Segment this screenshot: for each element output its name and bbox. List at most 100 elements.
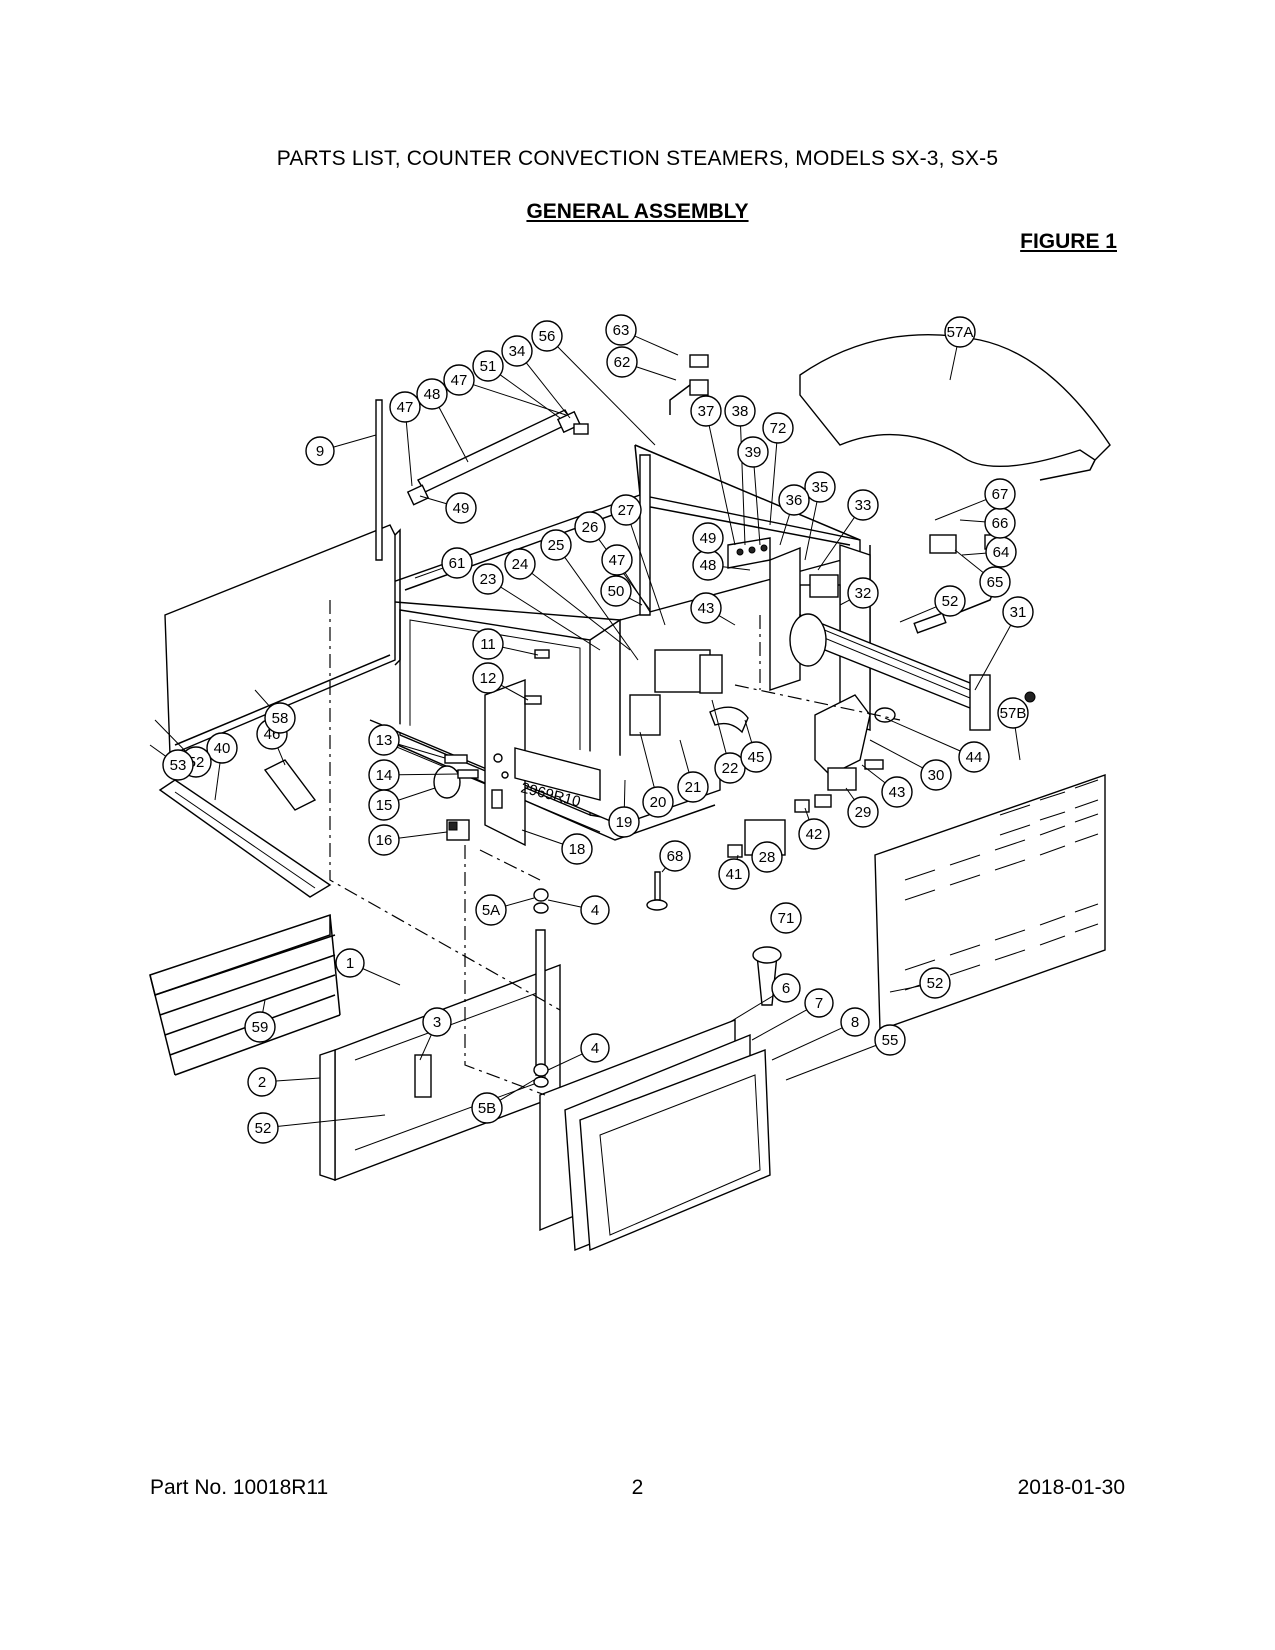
leader-line	[861, 764, 886, 784]
callout-number: 11	[480, 636, 496, 653]
callout-number: 66	[992, 515, 1009, 532]
callout-number: 2	[258, 1074, 266, 1091]
callout-number: 16	[376, 832, 393, 849]
callout-49: 49	[692, 522, 724, 554]
leader-line	[623, 779, 626, 808]
callout-4: 4	[580, 895, 610, 925]
callout-19: 19	[608, 806, 640, 838]
leader-line	[889, 985, 921, 993]
leader-line	[959, 519, 986, 523]
leader-line	[785, 1044, 877, 1081]
leader-line	[744, 719, 753, 743]
leader-line	[262, 999, 266, 1013]
callout-24: 24	[504, 548, 536, 580]
callout-26: 26	[574, 511, 606, 543]
callout-number: 58	[272, 710, 289, 727]
callout-7: 7	[804, 988, 834, 1018]
callout-number: 39	[745, 444, 762, 461]
callout-4: 4	[580, 1033, 610, 1063]
callout-number: 36	[786, 492, 803, 509]
callout-number: 71	[778, 910, 795, 927]
leader-line	[525, 362, 571, 419]
callout-37: 37	[690, 395, 722, 427]
callout-number: 19	[616, 814, 633, 831]
callout-number: 35	[812, 479, 829, 496]
callout-23: 23	[472, 563, 504, 595]
callout-number: 64	[993, 544, 1010, 561]
callout-number: 7	[815, 995, 823, 1012]
callout-34: 34	[501, 335, 533, 367]
leader-line	[398, 831, 448, 839]
door-inner-panel	[579, 1049, 771, 1252]
leader-line	[636, 366, 677, 381]
leader-lines	[149, 335, 1021, 1127]
leader-line	[154, 719, 186, 752]
callout-53: 53	[162, 749, 194, 781]
callout-43: 43	[881, 776, 913, 808]
callout-number: 31	[1010, 604, 1027, 621]
callout-3: 3	[422, 1007, 452, 1037]
callout-14: 14	[368, 759, 400, 791]
callout-71: 71	[770, 902, 802, 934]
callout-number: 51	[480, 358, 497, 375]
leader-line	[839, 599, 850, 606]
leader-line	[277, 747, 286, 766]
leader-line	[499, 1079, 535, 1101]
callout-number: 67	[992, 486, 1009, 503]
callout-number: 27	[618, 502, 635, 519]
callout-48: 48	[416, 378, 448, 410]
callout-2: 2	[247, 1067, 277, 1097]
callout-number: 13	[376, 732, 393, 749]
callout-number: 26	[582, 519, 599, 536]
callout-number: 37	[698, 403, 715, 420]
callout-number: 41	[726, 866, 743, 883]
callout-41: 41	[718, 858, 750, 890]
callout-number: 15	[376, 797, 393, 814]
callout-9: 9	[305, 436, 335, 466]
callout-31: 31	[1002, 596, 1034, 628]
leader-line	[661, 867, 666, 873]
leader-line	[753, 466, 761, 546]
callout-62: 62	[606, 346, 638, 378]
callout-57a: 57A	[944, 316, 976, 348]
document-title: PARTS LIST, COUNTER CONVECTION STEAMERS,…	[276, 147, 999, 170]
left-side-panel	[164, 524, 396, 757]
callout-8: 8	[840, 1007, 870, 1037]
callout-number: 5A	[482, 902, 500, 919]
callout-43: 43	[690, 592, 722, 624]
callout-number: 49	[453, 500, 470, 517]
leader-line	[398, 787, 436, 801]
callout-number: 61	[449, 555, 466, 572]
callout-number: 47	[451, 372, 468, 389]
callout-30: 30	[920, 759, 952, 791]
leader-line	[934, 499, 987, 521]
leader-line	[500, 586, 601, 651]
callout-number: 1	[346, 955, 354, 972]
leader-line	[419, 1034, 432, 1061]
callout-68: 68	[659, 840, 691, 872]
leader-line	[505, 897, 535, 907]
callout-number: 28	[759, 849, 776, 866]
callout-1: 1	[335, 948, 365, 978]
leader-line	[961, 552, 987, 556]
callout-55: 55	[874, 1024, 906, 1056]
leader-line	[531, 572, 631, 651]
callout-52: 52	[247, 1112, 279, 1144]
callout-number: 63	[613, 322, 630, 339]
callout-35: 35	[804, 471, 836, 503]
leader-line	[729, 994, 775, 1023]
callout-number: 55	[882, 1032, 899, 1049]
callout-47: 47	[389, 391, 421, 423]
callout-number: 29	[855, 804, 872, 821]
callout-number: 4	[591, 1040, 599, 1057]
callout-number: 24	[512, 556, 529, 573]
callout-59: 59	[244, 1011, 276, 1043]
callout-47: 47	[601, 544, 633, 576]
leader-line	[499, 374, 561, 419]
leader-line	[275, 1077, 321, 1082]
line-drawing: 2969R10	[149, 333, 1111, 1252]
callout-39: 39	[737, 436, 769, 468]
figure-label: FIGURE 1	[1020, 230, 1117, 253]
leader-line	[564, 556, 639, 661]
